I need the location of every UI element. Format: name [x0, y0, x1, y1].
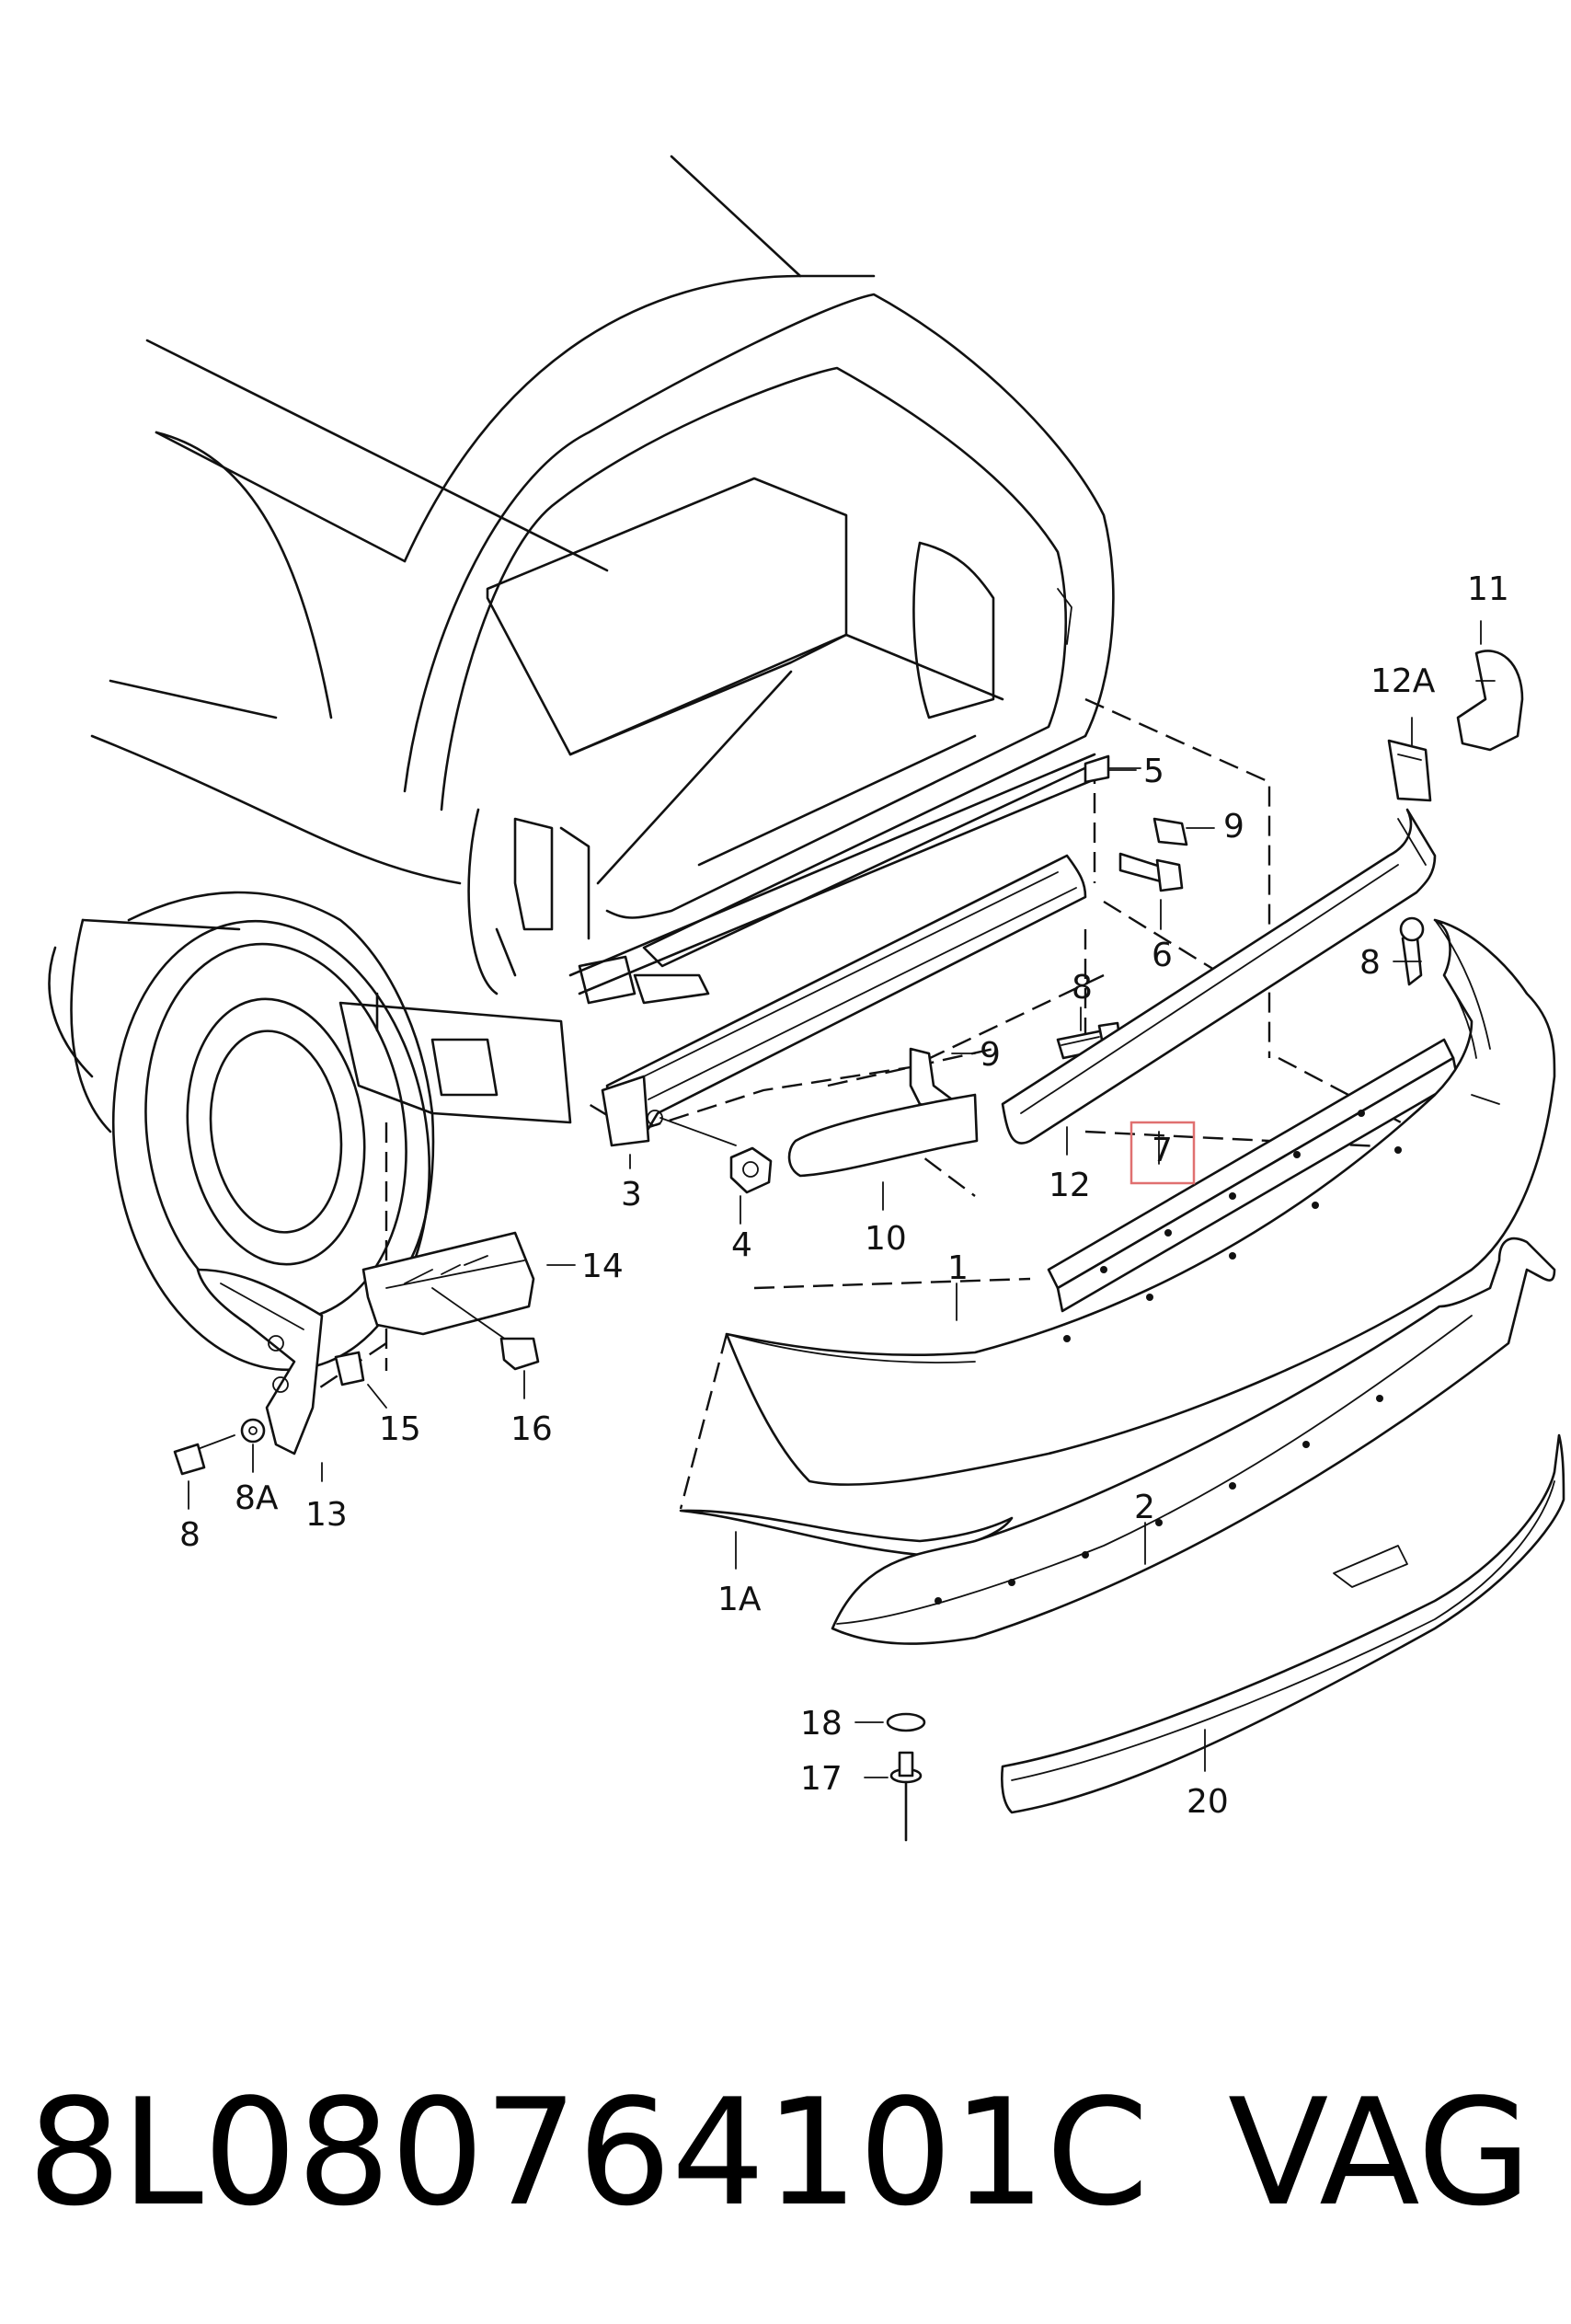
callout-12: 12: [1049, 1167, 1091, 1204]
brand-text: VAG: [1228, 2066, 1531, 2238]
part-1-bumper-cover: [725, 918, 1556, 1487]
part-14-guide-bracket: [361, 1231, 535, 1336]
callout-6: 6: [1152, 937, 1173, 974]
part-2-lower-grille: [831, 1237, 1556, 1645]
part-5-bracket: [1084, 754, 1141, 784]
callout-11: 11: [1467, 570, 1509, 608]
callout-16: 16: [510, 1410, 553, 1448]
callout-10: 10: [865, 1220, 907, 1258]
part-18-washer: [886, 1712, 926, 1732]
callout-14: 14: [581, 1248, 624, 1285]
part-1A-trim-strip: [679, 1509, 1014, 1557]
callout-8-left: 8: [179, 1516, 201, 1554]
callout-5: 5: [1143, 753, 1164, 790]
callout-2: 2: [1134, 1489, 1155, 1526]
callout-7: 7: [1152, 1132, 1173, 1169]
part-8-screw-right: [1399, 916, 1425, 986]
part-17-rivet: [889, 1751, 923, 1842]
callout-8-center: 8: [1072, 969, 1093, 1007]
callout-13: 13: [305, 1496, 348, 1534]
callout-1: 1: [947, 1249, 969, 1287]
callout-15: 15: [379, 1410, 421, 1448]
part-9-clip-upper: [1152, 817, 1188, 846]
callout-12A: 12A: [1370, 662, 1436, 700]
part-7-mounting-strip: [1047, 1038, 1460, 1313]
part-12-guide-profile: [1001, 808, 1437, 1145]
leader-lines: [188, 620, 1482, 1778]
part-10-spacer: [787, 1093, 979, 1178]
part-8A-washer: [240, 1418, 266, 1444]
part-15-clip: [334, 1351, 365, 1386]
car-body: [48, 155, 1115, 1372]
part-12A-bracket: [1387, 739, 1432, 802]
part-4-nut: [729, 1146, 773, 1194]
part-6-bolt: [1118, 852, 1184, 892]
callout-8A: 8A: [235, 1479, 279, 1517]
part-20-trim-panel: [1001, 1433, 1565, 1814]
callout-3: 3: [621, 1176, 642, 1214]
part-8-screw-left: [173, 1434, 235, 1476]
highlight-box-part-7: [1130, 1121, 1196, 1185]
callout-labels: 1 1A 2 3 4 5 6 7 8 8 8 8A 9 9 10 11 12 1…: [179, 570, 1509, 1821]
part-number-text: 8L080764101C: [28, 2066, 1149, 2238]
callout-18: 18: [800, 1705, 843, 1743]
callout-1A: 1A: [717, 1581, 762, 1618]
callout-20: 20: [1187, 1783, 1229, 1821]
part-16-bolt: [431, 1287, 540, 1371]
callout-9-lower: 9: [980, 1036, 1001, 1074]
part-11-bracket: [1456, 650, 1524, 752]
callout-17: 17: [800, 1760, 843, 1798]
callout-9-upper: 9: [1223, 808, 1244, 846]
callout-8-right: 8: [1359, 944, 1381, 982]
callout-4: 4: [731, 1226, 752, 1264]
part-3-impact-bar: [601, 854, 1087, 1147]
part-13-bracket: [196, 1268, 324, 1455]
